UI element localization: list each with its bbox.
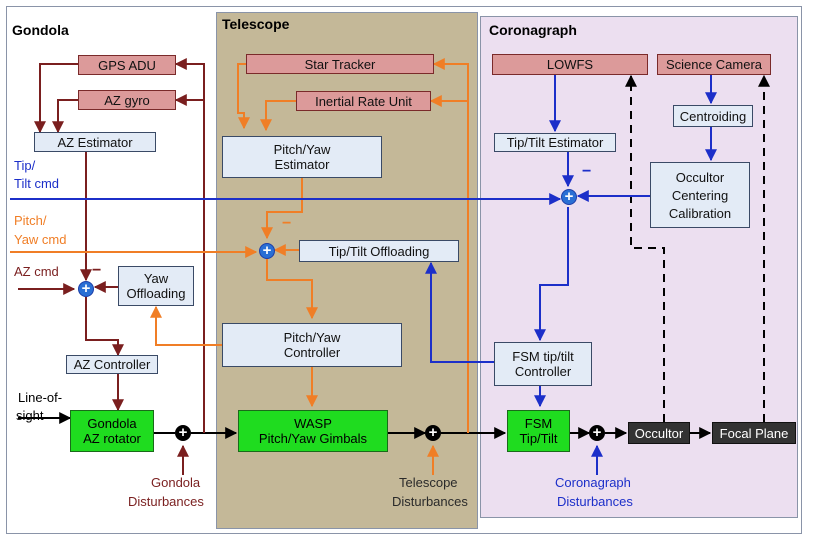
focal-plane-box: Focal Plane: [712, 422, 796, 444]
az-summing-junction: +: [78, 281, 94, 297]
tip-tilt-estimator-label: Tip/Tilt Estimator: [506, 135, 604, 150]
gondola-rotator-line1: Gondola: [87, 416, 137, 431]
controller-to-yaw-offload: [150, 305, 222, 346]
pitch-yaw-summing-junction: +: [259, 243, 275, 259]
wasp-line1: WASP: [294, 416, 332, 431]
coronagraph-sum-symbol: +: [592, 424, 602, 441]
science-camera-box: Science Camera: [657, 54, 771, 75]
sum-to-fsm-controller: [534, 207, 569, 342]
science-camera-label: Science Camera: [665, 57, 763, 72]
occultor-feedback-dashed: [625, 74, 665, 422]
los-tap-to-star-tracker: [432, 58, 469, 433]
centroiding-label: Centroiding: [679, 108, 747, 124]
line-of-sight-line1: Line-of-: [18, 390, 63, 405]
estimator-to-sum: [261, 178, 303, 240]
occultor-centering-calibration-box: Occultor Centering Calibration: [650, 162, 750, 228]
focal-plane-label: Focal Plane: [719, 425, 789, 441]
star-tracker-label: Star Tracker: [304, 56, 376, 72]
yaw-offloading-line1: Yaw: [143, 271, 169, 286]
pitch-yaw-minus-sign: −: [282, 215, 292, 232]
coronagraph-panel-title: Coronagraph: [489, 22, 577, 38]
az-controller-label: AZ Controller: [73, 357, 151, 372]
gondola-panel-title: Gondola: [12, 22, 69, 38]
tip-tilt-offloading-label: Tip/Tilt Offloading: [328, 243, 430, 259]
telescope-disturbances-line1: Telescope: [399, 475, 458, 490]
wasp-gimbals-box: WASP Pitch/Yaw Gimbals: [238, 410, 388, 452]
gps-adu-box: GPS ADU: [78, 55, 176, 75]
telescope-sum-symbol: +: [428, 424, 438, 441]
coronagraph-disturbances-line2: Disturbances: [557, 494, 633, 509]
occultor-label: Occultor: [634, 425, 684, 441]
tip-tilt-estimator-box: Tip/Tilt Estimator: [494, 133, 616, 152]
fsm-controller-line2: Controller: [514, 364, 572, 379]
occultor-centering-line2: Centering: [671, 187, 729, 203]
inertial-rate-unit-label: Inertial Rate Unit: [315, 93, 412, 109]
tip-tilt-summing-junction: +: [561, 189, 577, 205]
yaw-offloading-box: Yaw Offloading: [118, 266, 194, 306]
coronagraph-disturbances-line1: Coronagraph: [555, 475, 631, 490]
telescope-disturbances-line2: Disturbances: [392, 494, 468, 509]
pitch-yaw-estimator-line1: Pitch/Yaw: [273, 142, 331, 157]
telescope-panel-title: Telescope: [222, 16, 290, 32]
tip-tilt-cmd-line1: Tip/: [14, 158, 36, 173]
pitch-yaw-controller-box: Pitch/Yaw Controller: [222, 323, 402, 367]
pitch-yaw-cmd-line1: Pitch/: [14, 213, 47, 228]
gondola-disturbances-line2: Disturbances: [128, 494, 204, 509]
inertial-rate-unit-box: Inertial Rate Unit: [296, 91, 431, 111]
az-gyro-box: AZ gyro: [78, 90, 176, 110]
fsm-line1: FSM: [524, 416, 553, 431]
tip-tilt-cmd-line2: Tilt cmd: [14, 176, 60, 191]
centroiding-box: Centroiding: [673, 105, 753, 127]
star-tracker-box: Star Tracker: [246, 54, 434, 74]
iru-to-estimator: [260, 100, 296, 132]
tip-tilt-offloading-box: Tip/Tilt Offloading: [299, 240, 459, 262]
occultor-box: Occultor: [628, 422, 690, 444]
outer-frame: [6, 6, 802, 534]
telescope-disturbance-sum: +: [425, 425, 441, 441]
gondola-disturbances-line1: Gondola: [151, 475, 201, 490]
az-cmd-label: AZ cmd: [14, 264, 59, 279]
azgyro-to-estimator: [52, 99, 78, 134]
sum-to-controller: [85, 297, 124, 357]
az-gyro-label: AZ gyro: [104, 92, 150, 108]
az-sum-symbol: +: [81, 280, 91, 297]
az-minus-sign: −: [92, 262, 102, 279]
fsm-controller-line1: FSM tip/tilt: [512, 349, 574, 364]
gps-adu-label: GPS ADU: [98, 57, 156, 73]
pitch-yaw-controller-line1: Pitch/Yaw: [283, 330, 341, 345]
gondola-rotator-line2: AZ rotator: [83, 431, 141, 446]
lowfs-label: LOWFS: [546, 57, 594, 72]
sum-to-controller: [266, 259, 318, 320]
az-estimator-box: AZ Estimator: [34, 132, 156, 152]
star-tracker-to-estimator: [237, 63, 250, 130]
wasp-line2: Pitch/Yaw Gimbals: [258, 431, 368, 446]
tip-tilt-sum-symbol: +: [564, 188, 574, 205]
gondola-az-rotator-box: Gondola AZ rotator: [70, 410, 154, 452]
lowfs-box: LOWFS: [492, 54, 648, 75]
occultor-centering-line3: Calibration: [668, 205, 732, 221]
az-controller-box: AZ Controller: [66, 355, 158, 374]
fsm-controller-to-tt-offload: [425, 261, 494, 363]
tip-tilt-minus-sign: −: [582, 163, 592, 180]
los-tap-to-gps: [174, 58, 205, 433]
pitch-yaw-sum-symbol: +: [262, 242, 272, 259]
fsm-controller-box: FSM tip/tilt Controller: [494, 342, 592, 386]
pitch-yaw-cmd-line2: Yaw cmd: [14, 232, 67, 247]
pitch-yaw-controller-line2: Controller: [283, 345, 341, 360]
occultor-centering-line1: Occultor: [675, 169, 725, 185]
gondola-disturbance-sum: +: [175, 425, 191, 441]
yaw-offloading-line2: Offloading: [126, 286, 186, 301]
coronagraph-disturbance-sum: +: [589, 425, 605, 441]
az-estimator-label: AZ Estimator: [57, 134, 133, 150]
gondola-sum-symbol: +: [178, 424, 188, 441]
fsm-tip-tilt-box: FSM Tip/Tilt: [507, 410, 570, 452]
line-of-sight-line2: sight: [16, 408, 44, 423]
fsm-line2: Tip/Tilt: [519, 431, 558, 446]
pitch-yaw-estimator-line2: Estimator: [274, 157, 330, 172]
gps-to-estimator: [34, 63, 78, 134]
pitch-yaw-estimator-box: Pitch/Yaw Estimator: [222, 136, 382, 178]
